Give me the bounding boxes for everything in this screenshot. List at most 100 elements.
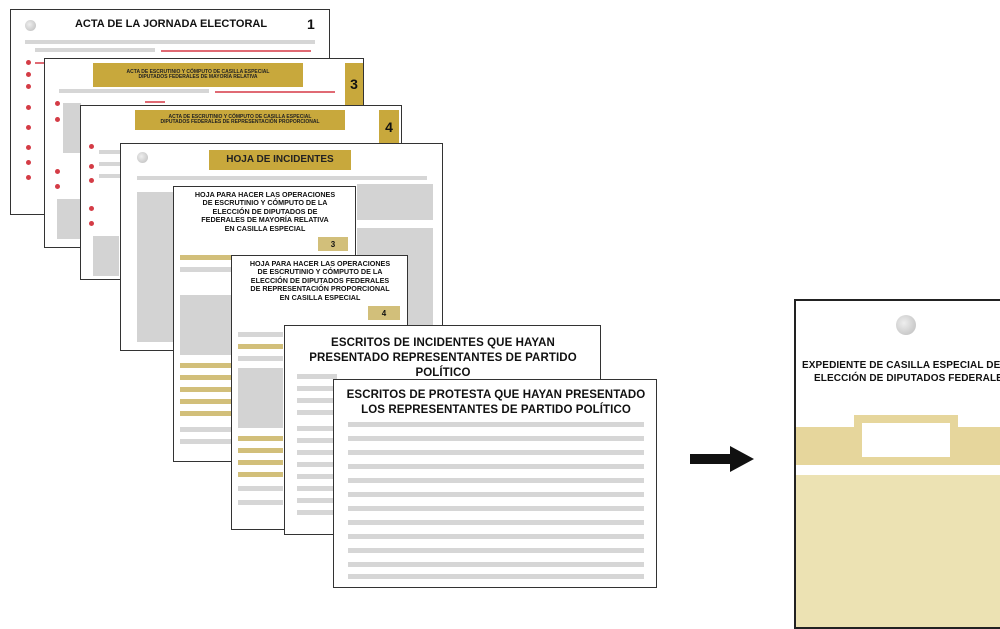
acta-mr-number: 3 xyxy=(345,63,363,105)
bar xyxy=(180,267,240,272)
title-line: DE ESCRUTINIO Y CÓMPUTO DE LA xyxy=(202,198,328,208)
red-dot xyxy=(26,160,31,165)
bar xyxy=(99,150,123,154)
red-dot xyxy=(89,221,94,226)
title-line: PRESENTADO REPRESENTANTES DE PARTIDO POL… xyxy=(309,351,577,379)
bar xyxy=(297,474,337,479)
bar xyxy=(297,438,337,443)
bar xyxy=(99,174,123,178)
gray-block xyxy=(63,103,81,153)
red-line xyxy=(161,50,311,52)
bar xyxy=(348,450,644,455)
gold-bar xyxy=(238,436,283,441)
bar xyxy=(297,386,337,391)
title-line: HOJA PARA HACER LAS OPERACIONES xyxy=(249,259,391,268)
bar xyxy=(297,450,337,455)
red-dot xyxy=(55,184,60,189)
bar xyxy=(59,89,209,93)
hoja-ops-rp-title: HOJA PARA HACER LAS OPERACIONES DE ESCRU… xyxy=(234,259,406,302)
gold-bar xyxy=(238,460,283,465)
hoja-incidentes-title: HOJA DE INCIDENTES xyxy=(209,150,351,170)
acta-mr-line: ACTA DE ESCRUTINIO Y CÓMPUTO DE CASILLA … xyxy=(126,68,270,75)
gray-block xyxy=(238,368,283,428)
bar xyxy=(137,176,427,180)
acta-mr-header: ACTA DE ESCRUTINIO Y CÓMPUTO DE CASILLA … xyxy=(93,63,303,87)
title-line: ESCRITOS DE INCIDENTES QUE HAYAN xyxy=(331,337,555,349)
gold-bar xyxy=(238,472,283,477)
hoja-ops-mr-title: HOJA PARA HACER LAS OPERACIONES DE ESCRU… xyxy=(176,190,354,233)
red-dot xyxy=(26,125,31,130)
gold-bar xyxy=(180,411,235,416)
red-dot xyxy=(55,117,60,122)
escritos-protesta-doc: ESCRITOS DE PROTESTA QUE HAYAN PRESENTAD… xyxy=(333,379,657,588)
hoja-ops-mr-number: 3 xyxy=(318,237,348,251)
title-line: EN CASILLA ESPECIAL xyxy=(224,223,306,233)
pale-gold-fill xyxy=(796,475,1000,627)
bar xyxy=(35,48,155,52)
bar xyxy=(238,356,283,361)
red-dot xyxy=(89,144,94,149)
bar xyxy=(180,439,235,444)
title-line: HOJA PARA HACER LAS OPERACIONES xyxy=(194,190,336,199)
red-dot xyxy=(26,60,31,65)
gold-bar xyxy=(180,399,235,404)
title-line: ELECCIÓN DE DIPUTADOS FEDERALES xyxy=(250,275,390,285)
red-dot xyxy=(26,72,31,77)
right-arrow-icon xyxy=(690,446,754,472)
title-line: DE REPRESENTACIÓN PROPORCIONAL xyxy=(250,284,390,294)
label-window xyxy=(862,423,950,457)
bar xyxy=(25,40,315,44)
title-line: ELECCIÓN DE DIPUTADOS FEDERALES xyxy=(814,373,1000,384)
red-line xyxy=(215,91,335,93)
red-dot xyxy=(89,178,94,183)
title-line: LOS REPRESENTANTES DE PARTIDO POLÍTICO xyxy=(361,403,631,416)
red-dot xyxy=(26,145,31,150)
title-line: ELECCIÓN DE DIPUTADOS DE xyxy=(212,206,318,216)
acta-rp-line: ACTA DE ESCRUTINIO Y CÓMPUTO DE CASILLA … xyxy=(168,113,312,120)
bar xyxy=(297,510,337,515)
acta-rp-number: 4 xyxy=(379,110,399,144)
gold-bar xyxy=(180,375,235,380)
bar xyxy=(297,398,337,403)
escritos-incidentes-title: ESCRITOS DE INCIDENTES QUE HAYAN PRESENT… xyxy=(289,336,597,381)
title-line: EXPEDIENTE DE CASILLA ESPECIAL DE LA xyxy=(802,360,1000,371)
bar xyxy=(348,548,644,553)
gray-block xyxy=(93,236,119,276)
red-dot xyxy=(26,105,31,110)
bar xyxy=(348,506,644,511)
bar xyxy=(348,436,644,441)
acta-jornada-title: ACTA DE LA JORNADA ELECTORAL xyxy=(74,18,268,30)
gray-block xyxy=(137,192,177,342)
bar xyxy=(238,486,283,491)
bar xyxy=(348,534,644,539)
seal-icon xyxy=(25,20,36,31)
bar xyxy=(297,426,337,431)
gold-bar xyxy=(180,363,235,368)
hoja-ops-rp-number: 4 xyxy=(368,306,400,320)
bar xyxy=(348,478,644,483)
seal-icon xyxy=(137,152,148,163)
red-dot xyxy=(55,101,60,106)
escritos-protesta-title: ESCRITOS DE PROTESTA QUE HAYAN PRESENTAD… xyxy=(338,388,654,418)
bar xyxy=(348,492,644,497)
bar xyxy=(348,562,644,567)
red-dot xyxy=(55,169,60,174)
bar xyxy=(348,464,644,469)
red-dot xyxy=(89,164,94,169)
acta-rp-header: ACTA DE ESCRUTINIO Y CÓMPUTO DE CASILLA … xyxy=(135,110,345,130)
bar xyxy=(297,486,337,491)
gold-bar xyxy=(238,344,283,349)
red-line xyxy=(145,101,165,103)
expediente-casilla-especial-doc: EXPEDIENTE DE CASILLA ESPECIAL DE LA ELE… xyxy=(794,299,1000,629)
gray-block xyxy=(180,295,235,355)
bar xyxy=(348,574,644,579)
seal-icon xyxy=(896,315,916,335)
gold-bar xyxy=(238,448,283,453)
gray-block xyxy=(357,184,433,220)
bar xyxy=(297,498,337,503)
bar xyxy=(297,374,337,379)
red-dot xyxy=(26,84,31,89)
bar xyxy=(348,422,644,427)
bar xyxy=(238,500,283,505)
bar xyxy=(348,520,644,525)
